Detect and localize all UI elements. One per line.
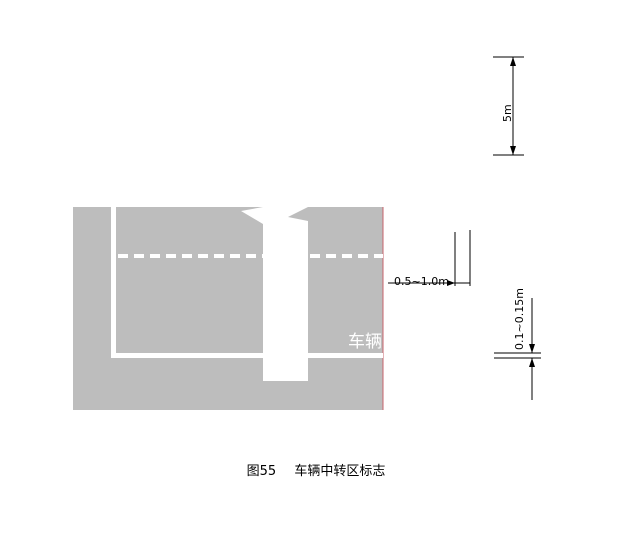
dim-5m-arrow-down [510, 146, 516, 155]
dim-width-arrow-down [529, 344, 535, 353]
road-marking-text: 车辆 [348, 332, 382, 352]
dim-offset-arrow [447, 280, 455, 286]
dim-offset-label: 0.5~1.0m [394, 275, 449, 288]
bottom-boundary-line [111, 353, 383, 358]
road-surface [73, 207, 383, 410]
figure-title: 车辆中转区标志 [294, 464, 386, 479]
dim-5m-label: 5m [501, 104, 514, 122]
dim-width-label: 0.1~0.15m [513, 288, 526, 350]
dim-5m-arrow-up [510, 57, 516, 66]
figure-number: 图55 [246, 464, 277, 479]
dim-width-arrow-up [529, 358, 535, 367]
left-boundary-line [111, 207, 116, 358]
figure-caption: 图55 车辆中转区标志 [0, 460, 632, 479]
central-arrow-marking [241, 207, 308, 381]
